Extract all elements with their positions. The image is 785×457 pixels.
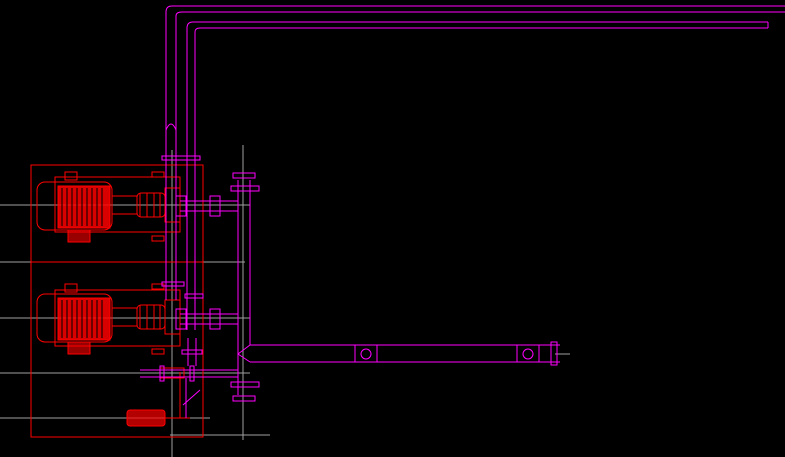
gate-valve-icon[interactable]: [209, 308, 221, 330]
flange-icon[interactable]: [232, 395, 256, 402]
check-valve-icon[interactable]: [354, 344, 378, 363]
header-pipe-outer[interactable]: [175, 11, 785, 300]
motor-foot: [67, 229, 91, 243]
flange-icon[interactable]: [550, 341, 558, 366]
equipment-layer: [30, 164, 204, 438]
nameplate: [151, 171, 165, 178]
pump-volute: [164, 187, 181, 223]
pump-volute: [164, 299, 181, 335]
motor-pump-icon[interactable]: [36, 171, 181, 243]
coupling: [111, 307, 138, 327]
flange-icon[interactable]: [161, 155, 201, 161]
flange-icon[interactable]: [232, 172, 256, 179]
flange-icon[interactable]: [189, 365, 195, 382]
terminal-box: [64, 283, 78, 293]
motor-foot: [67, 341, 91, 355]
flange-icon[interactable]: [159, 365, 165, 382]
flange-icon[interactable]: [181, 349, 203, 355]
flange-icon[interactable]: [230, 381, 260, 388]
piping-layer: [140, 5, 785, 418]
pump-casing: [136, 304, 166, 330]
motor-pump-icon[interactable]: [36, 283, 181, 355]
flange-icon[interactable]: [161, 281, 185, 287]
gate-valve-icon[interactable]: [209, 195, 221, 217]
flange-icon[interactable]: [184, 293, 204, 299]
header-pipe-inner[interactable]: [186, 21, 768, 330]
skid-frame[interactable]: [30, 164, 204, 438]
check-valve-icon[interactable]: [516, 344, 540, 363]
flange-icon[interactable]: [230, 185, 260, 192]
header-pipe-inner[interactable]: [194, 27, 768, 330]
small-motor: [126, 409, 166, 427]
terminal-box: [64, 171, 78, 181]
header-pipe-outer[interactable]: [165, 5, 785, 300]
